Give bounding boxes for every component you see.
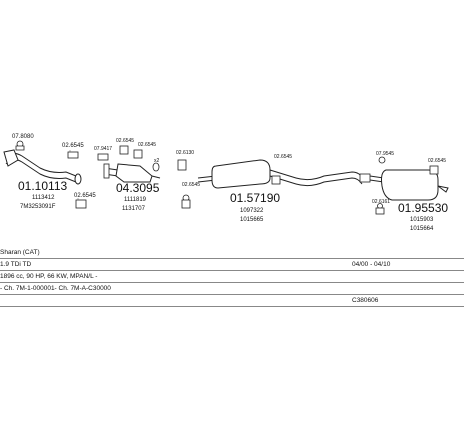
production-years: 04/00 - 04/10 xyxy=(352,261,391,268)
ref-catalytic-converter-1: 1111819 xyxy=(124,197,147,203)
catalytic-converter xyxy=(103,163,161,183)
ref-front-pipe-2: 7M3253091F xyxy=(20,204,56,210)
rear-silencer xyxy=(359,169,449,201)
ref-front-pipe-1: 1113412 xyxy=(32,195,55,201)
label-clamp-02-6545-f: 02.6545 xyxy=(274,154,292,160)
label-gasket-x2: x2 xyxy=(154,158,160,164)
label-clamp-07-8080: 07.8080 xyxy=(12,134,34,140)
part-number-catalytic-converter: 04.3095 xyxy=(116,181,160,195)
info-row-model: Sharan (CAT) xyxy=(0,247,464,259)
front-pipe xyxy=(3,149,82,185)
part-number-rear-silencer: 01.95530 xyxy=(398,201,448,215)
label-clamp-02-6545-e: 02.6545 xyxy=(182,182,200,188)
part-number-front-pipe: 01.10113 xyxy=(18,179,67,193)
exhaust-system-diagram: 07.8080 02.6545 02.6545 01.10113 1113412… xyxy=(3,134,449,232)
info-row-engine: 1.9 TDi TD 04/00 - 04/10 xyxy=(0,259,464,271)
clamp-07-8080 xyxy=(15,140,25,151)
ref-catalytic-converter-2: 1131707 xyxy=(122,206,146,212)
info-row-specs: 1896 cc, 90 HP, 66 KW, MPAN/L - xyxy=(0,271,464,283)
clamp-02-6545-f xyxy=(271,175,281,185)
engine-specs: 1896 cc, 90 HP, 66 KW, MPAN/L - xyxy=(0,273,98,280)
clamp-07-9545 xyxy=(378,156,386,164)
chassis-range: - Ch. 7M-1-000001- Ch. 7M-A-C30000 xyxy=(0,285,111,292)
engine-type: 1.9 TDi TD xyxy=(0,261,32,268)
part-number-middle-silencer: 01.57190 xyxy=(230,191,280,205)
label-clamp-02-6545-g: 02.6545 xyxy=(428,158,446,164)
clamp-07-9417 xyxy=(97,153,109,161)
label-clamp-07-9417: 07.9417 xyxy=(94,146,112,152)
catalog-code: C380606 xyxy=(352,297,379,304)
ref-middle-silencer-1: 1097322 xyxy=(240,208,264,214)
clamp-02-6545-a xyxy=(67,150,79,159)
ref-rear-silencer-2: 1015664 xyxy=(410,226,434,232)
label-clamp-02-6545-c: 02.6545 xyxy=(116,138,134,144)
label-clamp-02-6545-d: 02.6545 xyxy=(138,142,156,148)
middle-silencer xyxy=(197,159,365,189)
clamp-02-6545-b xyxy=(75,198,87,209)
clamp-02-6130 xyxy=(177,159,187,171)
label-clamp-02-6161: 02.6161 xyxy=(372,199,390,205)
clamp-02-6545-c xyxy=(119,145,129,155)
info-row-chassis: - Ch. 7M-1-000001- Ch. 7M-A-C30000 xyxy=(0,283,464,295)
ref-middle-silencer-2: 1015665 xyxy=(240,217,264,223)
vehicle-info-table: Sharan (CAT) 1.9 TDi TD 04/00 - 04/10 18… xyxy=(0,247,464,307)
label-clamp-02-6545-b: 02.6545 xyxy=(74,193,96,199)
clamp-02-6161 xyxy=(375,203,385,215)
ref-rear-silencer-1: 1015903 xyxy=(410,217,434,223)
info-row-code: C380606 xyxy=(0,295,464,307)
clamp-02-6545-g xyxy=(429,165,439,175)
clamp-02-6545-e xyxy=(181,194,191,209)
label-clamp-02-6545-a: 02.6545 xyxy=(62,143,84,149)
vehicle-model: Sharan (CAT) xyxy=(0,249,40,256)
label-clamp-07-9545: 07.9545 xyxy=(376,151,394,157)
gasket-x2 xyxy=(152,162,160,172)
clamp-02-6545-d xyxy=(133,149,143,159)
label-clamp-02-6130: 02.6130 xyxy=(176,150,194,156)
